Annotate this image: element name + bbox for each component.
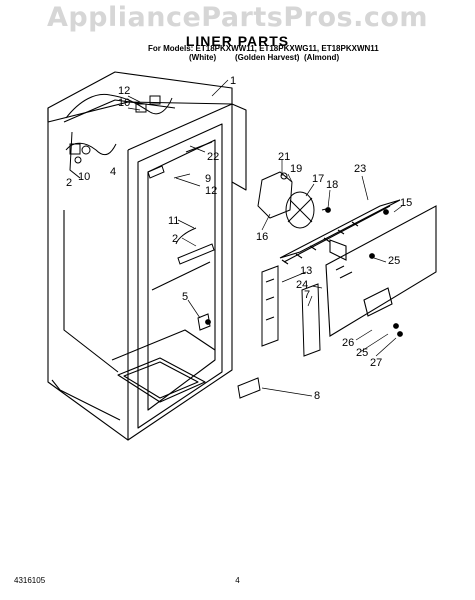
callout-26: 26 <box>342 337 354 349</box>
callout-labels: 1 12 10 22 4 2 10 9 12 11 2 5 21 19 17 1… <box>66 75 412 402</box>
callout-12: 12 <box>205 185 217 197</box>
callout-1: 1 <box>230 75 236 87</box>
screws <box>205 207 403 337</box>
page-title: LINER PARTS <box>185 33 290 49</box>
color-label-golden-harvest: (Golden Harvest) <box>235 53 300 62</box>
liner-body <box>47 71 247 441</box>
callout-21: 21 <box>278 151 290 163</box>
leader-lines <box>127 79 403 397</box>
callout-4: 4 <box>110 166 116 178</box>
callout-18: 18 <box>326 179 338 191</box>
evaporator-cover <box>279 199 437 337</box>
callout-15: 15 <box>400 197 412 209</box>
callout-22: 22 <box>207 151 219 163</box>
callout-16: 16 <box>256 231 268 243</box>
callout-12: 12 <box>118 85 130 97</box>
callout-2: 2 <box>66 177 72 189</box>
color-label-almond: (Almond) <box>304 53 340 62</box>
callout-2: 2 <box>172 233 178 245</box>
callout-9: 9 <box>205 173 211 185</box>
callout-25: 25 <box>388 255 400 267</box>
color-label-white: (White) <box>189 53 217 62</box>
model-list: For Models: ET18PKXWW11, ET18PKXWG11, ET… <box>148 44 379 53</box>
callout-23: 23 <box>354 163 366 175</box>
callout-27: 27 <box>370 357 382 369</box>
watermark: AppliancePartsPros.com <box>46 2 429 33</box>
callout-8: 8 <box>314 390 320 402</box>
callout-25: 25 <box>356 347 368 359</box>
callout-10: 10 <box>118 97 130 109</box>
callout-11: 11 <box>168 215 179 227</box>
wire-harness <box>65 93 173 179</box>
callout-24: 24 <box>296 279 308 291</box>
callout-5: 5 <box>182 291 188 303</box>
callout-13: 13 <box>300 265 312 277</box>
document-number: 4316105 <box>14 576 46 585</box>
clip-parts <box>147 141 215 331</box>
callout-7: 7 <box>304 289 310 301</box>
callout-10: 10 <box>78 171 90 183</box>
callout-17: 17 <box>312 173 324 185</box>
page-number: 4 <box>235 576 240 585</box>
callout-19: 19 <box>290 163 302 175</box>
